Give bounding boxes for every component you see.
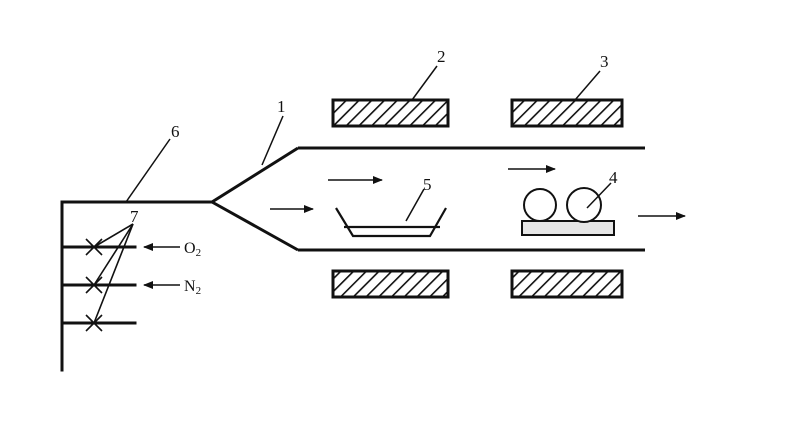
tube-taper-top	[211, 146, 299, 204]
gas-manifold	[60, 200, 214, 372]
quartz-tube	[211, 146, 645, 252]
callout-label-6: 6	[171, 122, 180, 141]
tube-taper-bottom	[211, 200, 299, 252]
callout-label-4: 4	[609, 168, 618, 187]
wafer-circle-icon	[566, 187, 602, 223]
heater-top-left	[331, 98, 450, 128]
callout-leaders	[125, 65, 612, 222]
callout-label-3: 3	[600, 52, 609, 71]
callout-label-1: 1	[277, 97, 286, 116]
source-boat	[335, 207, 447, 238]
callout-label-2: 2	[437, 47, 446, 66]
valves-leader-lines	[93, 223, 134, 324]
callout-label-7: 7	[130, 207, 139, 226]
callout-label-5: 5	[423, 175, 432, 194]
gas-label-n2: N2	[184, 278, 201, 297]
substrate-holder	[521, 187, 615, 236]
substrate-plate	[521, 220, 615, 236]
heater-top-right	[510, 98, 624, 128]
heater-bottom-right	[510, 269, 624, 299]
heater-bottom-left	[331, 269, 450, 299]
wafer-circle-icon	[523, 188, 557, 222]
gas-label-o2: O2	[184, 240, 201, 259]
